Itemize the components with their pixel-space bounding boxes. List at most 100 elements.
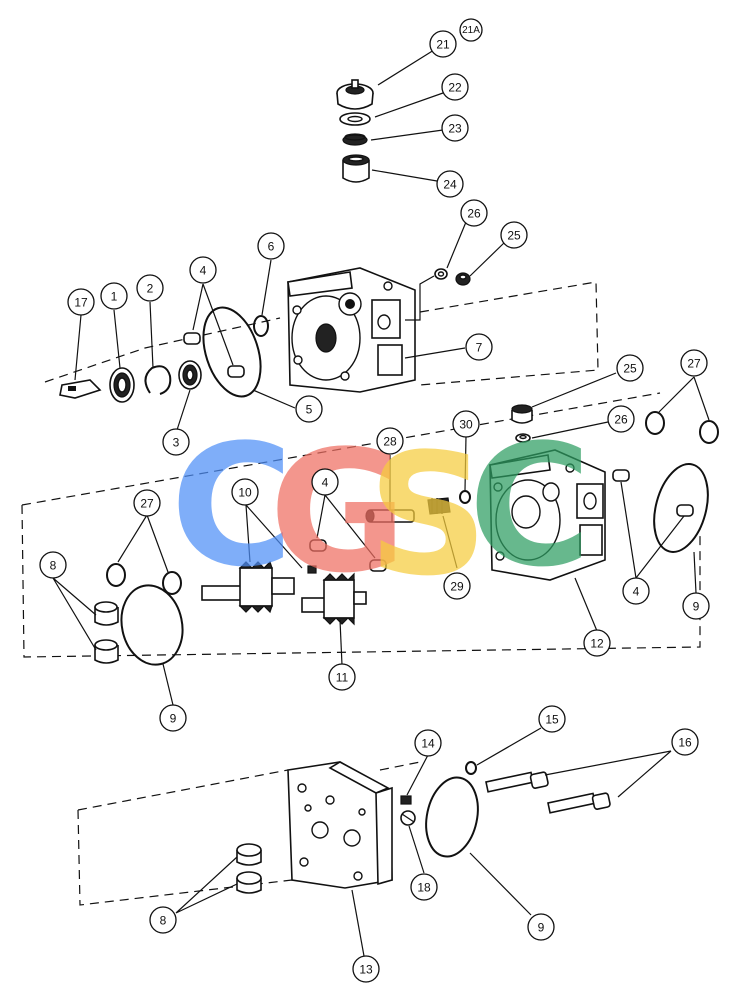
callout-number: 12 [590, 637, 604, 651]
callout-circle [465, 333, 493, 361]
callout-circle [436, 170, 464, 198]
callout-c9c: 9 [527, 913, 555, 941]
part-16-bolts [485, 771, 611, 814]
callout-c2: 2 [136, 274, 164, 302]
callout-number: 4 [200, 264, 207, 278]
callout-circle [452, 410, 480, 438]
callout-number: 9 [693, 600, 700, 614]
part-9-o-ring-middle-left [120, 584, 184, 666]
callout-number: 6 [268, 240, 275, 254]
part-26-washer-middle [515, 433, 531, 443]
rear-assembly-guide [44, 281, 599, 386]
callout-c27b: 27 [133, 489, 161, 517]
callout-number: 5 [306, 403, 313, 417]
part-4-dowel-pin-rear [183, 332, 245, 378]
callout-number: 28 [383, 435, 397, 449]
callout-number: 7 [476, 341, 483, 355]
part-6-small-o-ring [253, 315, 269, 337]
part-23-spring [342, 133, 368, 146]
callout-c18: 18 [410, 873, 438, 901]
callout-circle [671, 728, 699, 756]
part-9-o-ring-middle-right [653, 463, 709, 553]
callout-circle [682, 592, 710, 620]
callout-c16: 16 [671, 728, 699, 756]
callout-c6: 6 [257, 232, 285, 260]
callout-circle [607, 405, 635, 433]
part-10-drive-gear [201, 560, 295, 614]
callout-number: 1 [111, 290, 118, 304]
callout-circle [67, 288, 95, 316]
callout-c9a: 9 [159, 704, 187, 732]
callout-c29: 29 [443, 572, 471, 600]
front-cover-group [236, 761, 611, 894]
part-4-dowel-pins-middle [307, 469, 694, 574]
callout-c7: 7 [465, 333, 493, 361]
callout-c9b: 9 [682, 592, 710, 620]
part-14-dowel [400, 795, 412, 805]
callout-c24: 24 [436, 170, 464, 198]
part-18-plug-front [400, 810, 416, 826]
callout-circle [429, 30, 457, 58]
callout-c14: 14 [414, 729, 442, 757]
callout-number: 21A [462, 25, 480, 36]
callout-circle [136, 274, 164, 302]
callout-c22: 22 [441, 73, 469, 101]
callout-circle [622, 577, 650, 605]
callout-circle [100, 282, 128, 310]
front-assembly-guide [77, 761, 421, 906]
callout-number: 4 [322, 476, 329, 490]
callout-c3: 3 [162, 428, 190, 456]
callout-circle [328, 663, 356, 691]
callout-circle [189, 256, 217, 284]
callout-c11: 11 [328, 663, 356, 691]
callout-c4a: 4 [189, 256, 217, 284]
part-29-spring [427, 497, 451, 515]
part-15-small-o-ring [465, 761, 477, 775]
callout-c1: 1 [100, 282, 128, 310]
part-27-o-rings-middle-right [645, 411, 719, 444]
callout-circle [441, 114, 469, 142]
callout-number: 30 [459, 418, 473, 432]
part-21-cap [336, 79, 374, 110]
callout-circle [352, 955, 380, 983]
part-5-o-ring-rear [202, 306, 262, 398]
callout-c12: 12 [583, 629, 611, 657]
callout-number: 3 [173, 436, 180, 450]
callout-c8b: 8 [149, 906, 177, 934]
part-25-plug-top [455, 272, 471, 286]
part-1-shaft-seal [109, 367, 135, 403]
watermark-letter-4: C [468, 408, 591, 604]
part-8-bushings-front [236, 843, 262, 894]
callout-number: 25 [623, 362, 637, 376]
callout-c21: 21 [429, 30, 457, 58]
callout-c17: 17 [67, 288, 95, 316]
callout-circle [680, 349, 708, 377]
callout-number: 13 [359, 963, 373, 977]
callout-number: 17 [74, 296, 88, 310]
callout-circle [527, 913, 555, 941]
callout-number: 18 [417, 881, 431, 895]
callout-circle [459, 18, 483, 42]
part-30-small-ring [459, 490, 471, 504]
leader-lines [52, 49, 710, 957]
callout-number: 25 [507, 229, 521, 243]
part-2-snap-ring [144, 365, 172, 395]
callout-number: 9 [538, 921, 545, 935]
callout-number: 16 [678, 736, 692, 750]
assembly-guide-lines [21, 281, 701, 906]
watermark-logo: C G S C [170, 408, 591, 613]
callout-c8a: 8 [39, 551, 67, 579]
callout-circle [39, 551, 67, 579]
callout-c10: 10 [231, 478, 259, 506]
callout-number: 26 [614, 413, 628, 427]
callout-circle [538, 705, 566, 733]
callout-c4b: 4 [311, 468, 339, 496]
callout-number: 14 [421, 737, 435, 751]
middle-body-group [94, 404, 719, 666]
callout-number: 23 [448, 122, 462, 136]
callout-number: 2 [147, 282, 154, 296]
callout-circle [311, 468, 339, 496]
callout-circle [295, 395, 323, 423]
callout-circle [149, 906, 177, 934]
